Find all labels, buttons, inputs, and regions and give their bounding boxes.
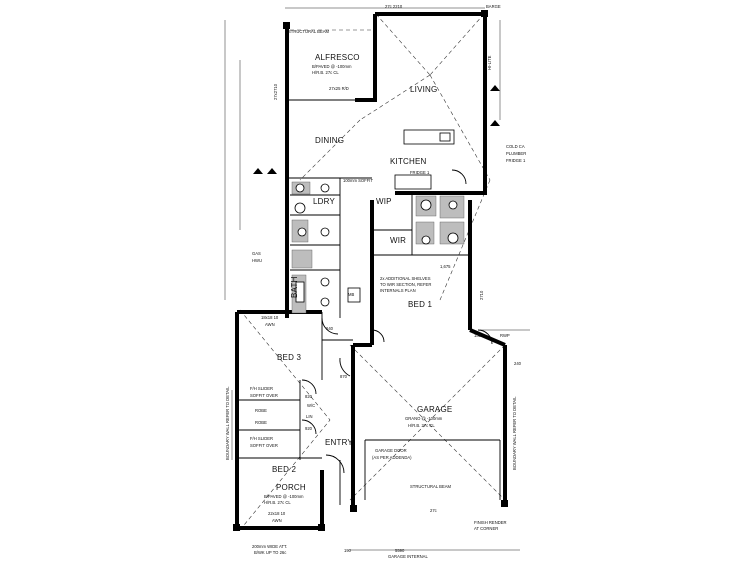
roof-lines xyxy=(239,13,506,531)
interior-walls xyxy=(237,99,501,505)
note-render-2: AT CORNER xyxy=(474,526,498,531)
note-fridge-2: FRIDGE 1 xyxy=(506,158,526,163)
room-label-kitchen: KITCHEN xyxy=(390,157,427,166)
note-garage-internal: GARAGE INTERNAL xyxy=(388,554,428,559)
room-label-bed2: BED 2 xyxy=(272,465,296,474)
room-label-bath: BATH xyxy=(290,276,299,298)
note-porch-height: H/R.B. 27c CL xyxy=(264,500,291,505)
room-label-dining: DINING xyxy=(315,136,344,145)
note-slider-2: F/H SLIDER xyxy=(250,436,273,441)
note-soffit-over-1: SOFFIT OVER xyxy=(250,393,278,398)
dim-right-2710: 2710 xyxy=(479,290,484,300)
note-slider-1: F/H SLIDER xyxy=(250,386,273,391)
note-hwu: HWU xyxy=(252,258,262,263)
note-porch-paving: B/PAVED @ -100mm xyxy=(264,494,304,499)
note-alfresco-paving: B/PAVED @ -100mm xyxy=(312,64,352,69)
note-shelves-3: INTERNALS PLAN xyxy=(380,288,416,293)
note-barge: BARGE xyxy=(486,4,501,9)
note-garage-beam: STRUCTURAL BEAM xyxy=(410,484,452,489)
note-hi-lite: HI-LITE xyxy=(487,55,492,70)
note-linen: LIN xyxy=(306,414,313,419)
dim-240: 240 xyxy=(514,361,522,366)
plumbing-fixtures xyxy=(294,129,459,307)
dim-640: 640 xyxy=(326,326,334,331)
note-alfresco-height: H/R.B. 27c CL xyxy=(312,70,339,75)
note-boundary-left: BOUNDARY WALL REFER TO DETAIL xyxy=(225,386,230,460)
dim-5590: 5590 xyxy=(395,548,405,553)
note-shelves: 2x ADDITIONAL SHELVES xyxy=(380,276,431,281)
dim-27c: 27c xyxy=(430,508,437,513)
note-alfresco-beam: STRUCTURAL BEAM xyxy=(288,29,330,34)
note-plumbing: PLUMBER xyxy=(506,151,526,156)
room-label-porch: PORCH xyxy=(276,483,306,492)
dim-top: 27c 2210 xyxy=(385,4,403,9)
note-garage-height: H/R.B. 27c CL xyxy=(408,423,435,428)
note-porch-awn-dim: 22x18 10 xyxy=(268,511,286,516)
note-robe-2: ROBE xyxy=(255,420,267,425)
dim-190: 190 xyxy=(344,548,352,553)
room-label-bed1: BED 1 xyxy=(408,300,432,309)
note-garage-door-addenda: (AS PER ADDENDA) xyxy=(372,455,412,460)
note-rwp: RWP xyxy=(500,333,510,338)
dimension-lines xyxy=(224,7,530,551)
columns xyxy=(233,10,508,531)
dim-1675: 1,675 xyxy=(440,264,451,269)
note-render: FINISH RENDER xyxy=(474,520,507,525)
dim-820: 820 xyxy=(305,394,313,399)
note-soffit: 100mm SOFFIT xyxy=(343,178,373,183)
note-garage-grano: GRANO @ -100mm xyxy=(405,416,443,421)
room-label-alfresco: ALFRESCO xyxy=(315,53,360,62)
note-alfresco-dim: 27x25 R/D xyxy=(329,86,349,91)
note-awn-dim: 18x18 10 xyxy=(261,315,279,320)
door-swings xyxy=(301,169,493,474)
room-label-wip: WIP xyxy=(376,197,392,206)
room-label-garage: GARAGE xyxy=(417,405,452,414)
room-label-entry: ENTRY xyxy=(325,438,353,447)
note-wide-att: 200mm WIDE ATT. xyxy=(252,544,287,549)
room-label-bed3: BED 3 xyxy=(277,353,301,362)
dim-920: 920 xyxy=(305,426,313,431)
room-label-living: LIVING xyxy=(410,85,437,94)
dim-870: 870 xyxy=(340,374,348,379)
note-gas: GAS xyxy=(252,251,261,256)
dim-left-2710: 27x2710 xyxy=(273,83,278,100)
note-porch-awn: AWN xyxy=(272,518,282,523)
note-robe-1: ROBE xyxy=(255,408,267,413)
note-soffit-over-2: SOFFIT OVER xyxy=(250,443,278,448)
room-label-ldry: LDRY xyxy=(313,197,335,206)
note-bk-up: B/WK UP TO 26c xyxy=(254,550,286,555)
note-boundary-right: BOUNDARY WALL REFER TO DETAIL xyxy=(512,396,517,470)
note-garage-door: GARAGE DOOR xyxy=(375,448,407,453)
note-fridge: FRIDGE 1 xyxy=(410,170,430,175)
note-mb: MB xyxy=(348,292,354,297)
room-label-wir: WIR xyxy=(390,236,406,245)
note-awn: AWN xyxy=(265,322,275,327)
dim-180: 180 xyxy=(474,333,482,338)
note-cold-water: COLD CA xyxy=(506,144,525,149)
note-wc: W/C xyxy=(307,403,315,408)
note-shelves-2: TO WIR SECTION, REFER xyxy=(380,282,431,287)
